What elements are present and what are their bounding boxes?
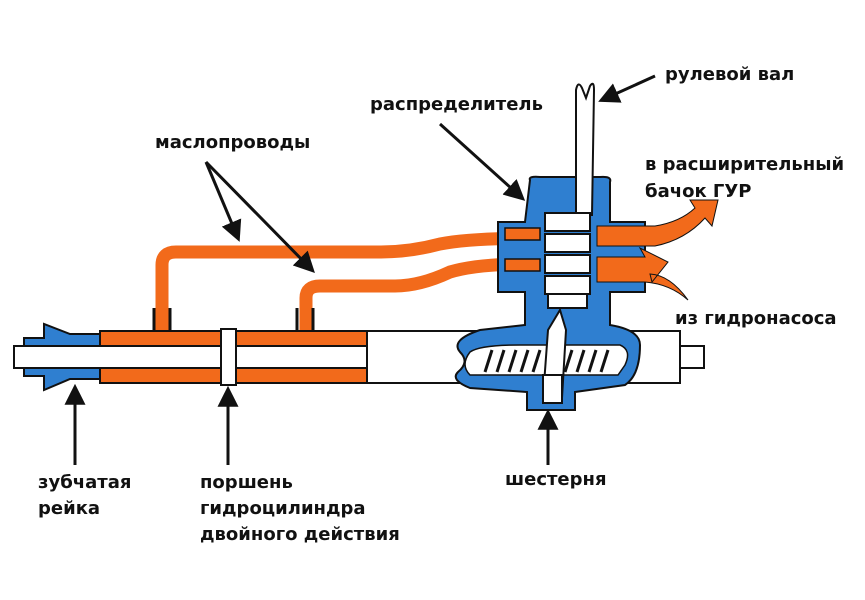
label-oil-lines: маслопроводы (155, 132, 310, 153)
flow-arrows (596, 199, 719, 301)
pipe-fittings (152, 308, 315, 331)
valve-spool (544, 212, 591, 309)
oil-line-lower (299, 257, 541, 335)
label-piston-2: гидроцилиндра (200, 498, 366, 519)
label-pinion: шестерня (505, 469, 607, 490)
label-rack-1: зубчатая (38, 472, 131, 493)
piston (220, 328, 237, 386)
rack-right-end (679, 345, 705, 369)
label-rack-2: рейка (38, 498, 100, 519)
rack-teeth (483, 349, 610, 373)
distributor-housing (454, 82, 646, 411)
pump-flow-arrow (596, 246, 689, 301)
label-piston-3: двойного действия (200, 524, 400, 545)
rack-rod (13, 345, 368, 369)
oil-lines (155, 231, 541, 335)
label-from-pump: из гидронасоса (675, 308, 837, 329)
pointer-arrows (64, 74, 656, 465)
label-to-reservoir-2: бачок ГУР (645, 181, 751, 202)
label-steering-shaft: рулевой вал (665, 64, 794, 85)
return-flow-arrow (596, 199, 719, 247)
label-to-reservoir-1: в расширительный (645, 154, 844, 175)
label-distributor: распределитель (370, 94, 543, 115)
label-piston-1: поршень (200, 472, 293, 493)
oil-line-upper (155, 231, 541, 335)
steering-shaft (575, 82, 596, 216)
